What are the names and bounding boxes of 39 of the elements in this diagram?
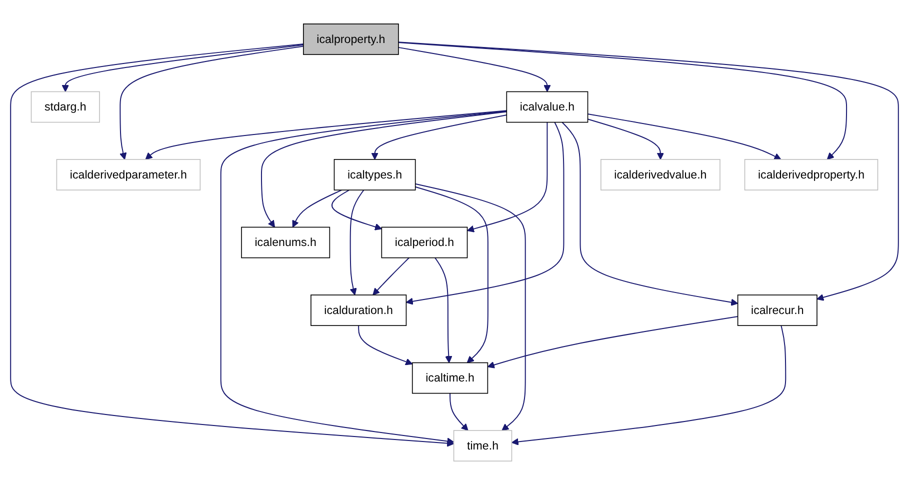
arrow xyxy=(398,42,899,301)
arrow xyxy=(398,46,551,92)
arrow xyxy=(62,44,304,92)
arrow xyxy=(434,257,452,364)
arrow xyxy=(372,257,410,296)
node-box: stdarg.h xyxy=(30,91,100,123)
arrow xyxy=(587,113,782,160)
node-box: icalvalue.h xyxy=(506,91,588,123)
node-box: icalproperty.h xyxy=(303,24,399,55)
node-box: icalrecur.h xyxy=(737,294,818,326)
arrow xyxy=(292,190,342,228)
arrow xyxy=(587,118,664,160)
node-box: icalenums.h xyxy=(241,226,330,258)
arrow xyxy=(414,186,488,364)
arrow xyxy=(145,110,508,160)
node-box: icalderivedparameter.h xyxy=(56,159,201,190)
arrow xyxy=(398,42,848,160)
node-box: icalderivedvalue.h xyxy=(600,159,720,190)
arrow xyxy=(120,46,304,160)
arrow xyxy=(487,316,738,368)
arrow xyxy=(10,43,454,447)
arrow xyxy=(511,325,786,446)
node-box: icaltypes.h xyxy=(334,159,416,190)
arrow xyxy=(260,111,508,228)
node-box: icaltime.h xyxy=(412,362,488,394)
arrow xyxy=(350,190,364,296)
arrow xyxy=(406,122,564,305)
arrow xyxy=(331,190,382,230)
node-box: icalderivedproperty.h xyxy=(744,159,878,190)
node-box: icalduration.h xyxy=(310,294,407,326)
arrow xyxy=(220,110,508,445)
arrow xyxy=(466,122,548,232)
arrow xyxy=(371,114,508,160)
arrow xyxy=(450,392,468,431)
node-box: icalperiod.h xyxy=(381,226,468,258)
arrow xyxy=(562,122,738,306)
node-box: time.h xyxy=(453,430,512,462)
arrow xyxy=(414,183,526,431)
arrow xyxy=(358,325,413,366)
